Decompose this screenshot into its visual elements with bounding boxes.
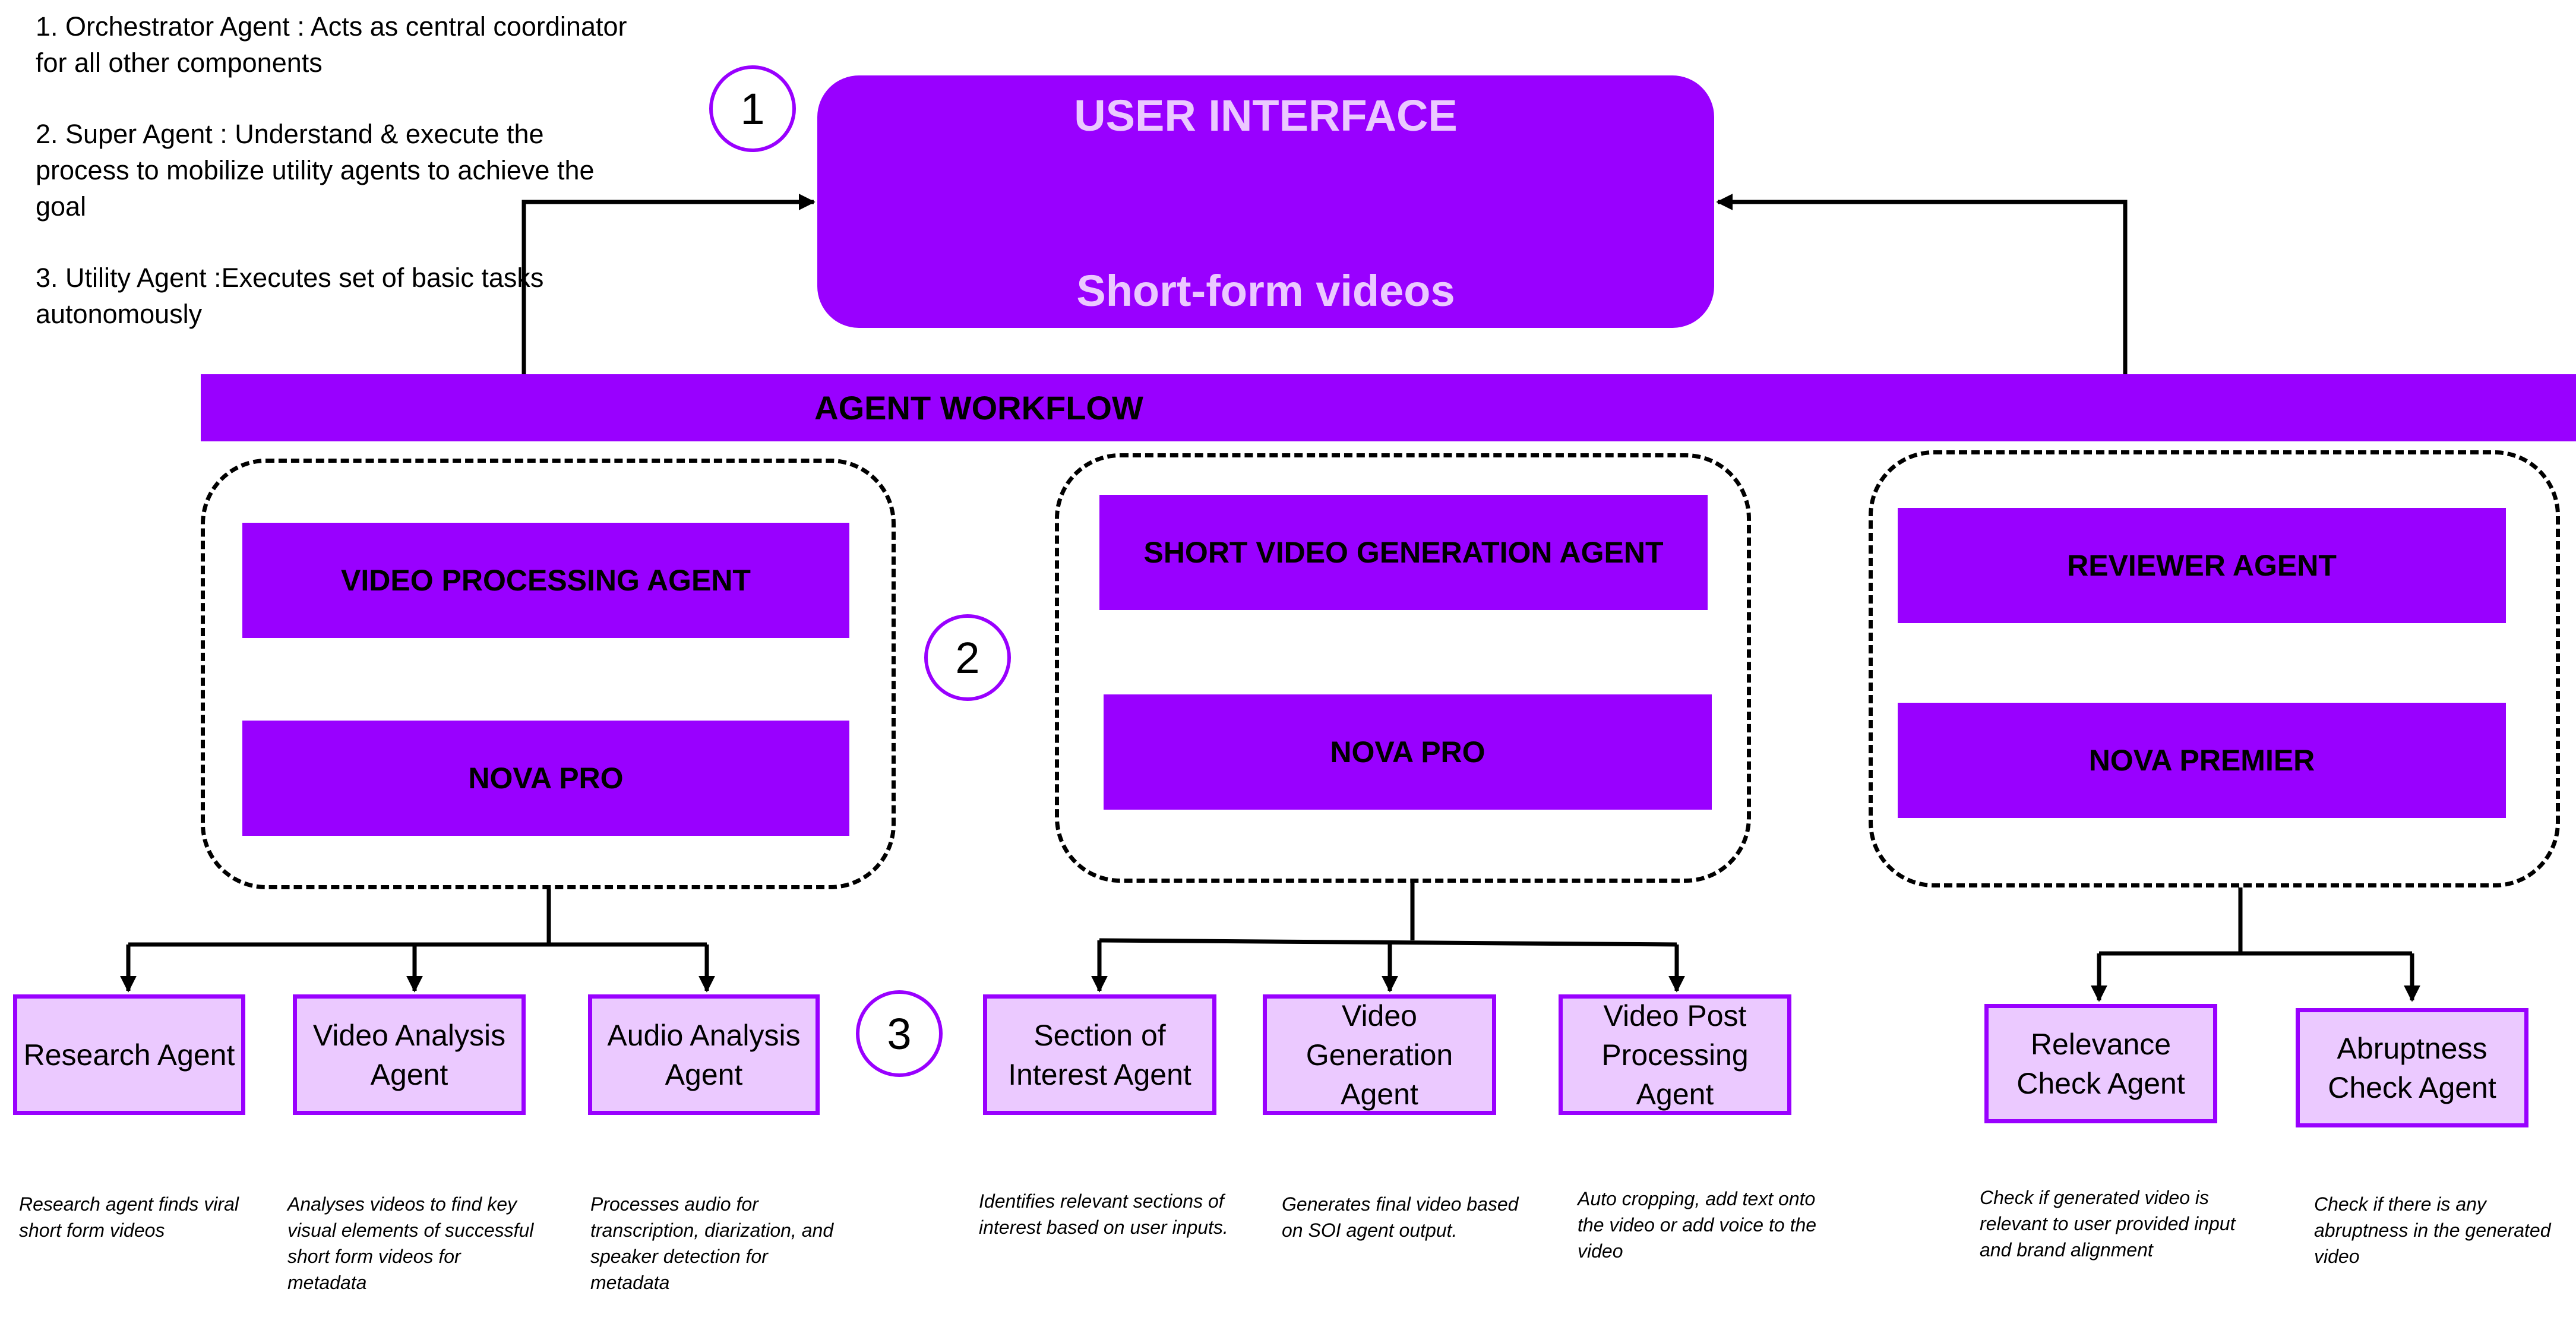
utility-section-of-interest-agent: Section of Interest Agent [983, 994, 1216, 1115]
utility-video-analysis-agent: Video Analysis Agent [293, 994, 526, 1115]
group-reviewer [1869, 450, 2560, 887]
description-video-generation-agent: Generates final video based on SOI agent… [1282, 1193, 1519, 1241]
description-audio-analysis-agent: Processes audio for transcription, diari… [590, 1193, 834, 1293]
legend-item-super-agent: 2. Super Agent : Understand & execute th… [36, 119, 595, 222]
description-section-of-interest-agent: Identifies relevant sections of interest… [979, 1190, 1228, 1238]
utility-video-generation-agent: Video Generation Agent [1263, 994, 1496, 1115]
description-relevance-check-agent: Check if generated video is relevant to … [1980, 1187, 2236, 1261]
user-interface-title: USER INTERFACE [1074, 91, 1458, 140]
user-interface-box: USER INTERFACE Short-form videos [817, 75, 1714, 328]
nova-pro-model-box-1: NOVA PRO [242, 721, 849, 836]
legend: 1. Orchestrator Agent : Acts as central … [36, 8, 641, 367]
description-abruptness-check-agent: Check if there is any abruptness in the … [2314, 1193, 2551, 1267]
arrow-workflow-to-ui-right [1716, 194, 2128, 374]
description-research-agent: Research agent finds viral short form vi… [19, 1193, 239, 1241]
nova-premier-model-box: NOVA PREMIER [1898, 703, 2506, 818]
user-interface-subtitle: Short-form videos [1076, 266, 1455, 315]
legend-item-orchestrator: 1. Orchestrator Agent : Acts as central … [36, 11, 627, 78]
utility-research-agent: Research Agent [13, 994, 245, 1115]
video-processing-agent-box: VIDEO PROCESSING AGENT [242, 523, 849, 638]
agent-workflow-label: AGENT WORKFLOW [814, 389, 1143, 427]
utility-video-post-processing-agent: Video Post Processing Agent [1559, 994, 1791, 1115]
description-video-post-processing-agent: Auto cropping, add text onto the video o… [1578, 1188, 1817, 1262]
utility-audio-analysis-agent: Audio Analysis Agent [588, 994, 820, 1115]
arrow-workflow-to-ui-left [521, 194, 816, 374]
legend-item-utility-agent: 3. Utility Agent :Executes set of basic … [36, 263, 544, 329]
utility-relevance-check-agent: Relevance Check Agent [1984, 1004, 2217, 1123]
agent-workflow-bar: AGENT WORKFLOW [201, 374, 2576, 441]
marker-1: 1 [709, 65, 796, 152]
tree-branch-group-2 [1099, 938, 1677, 947]
group-short-video-generation [1055, 453, 1751, 883]
group-video-processing [201, 459, 896, 889]
marker-3: 3 [856, 990, 943, 1077]
nova-pro-model-box-2: NOVA PRO [1104, 694, 1712, 810]
utility-abruptness-check-agent: Abruptness Check Agent [2296, 1008, 2528, 1127]
reviewer-agent-box: REVIEWER AGENT [1898, 508, 2506, 623]
description-video-analysis-agent: Analyses videos to find key visual eleme… [287, 1193, 534, 1293]
short-video-generation-agent-box: SHORT VIDEO GENERATION AGENT [1099, 495, 1708, 610]
marker-2: 2 [924, 614, 1011, 701]
